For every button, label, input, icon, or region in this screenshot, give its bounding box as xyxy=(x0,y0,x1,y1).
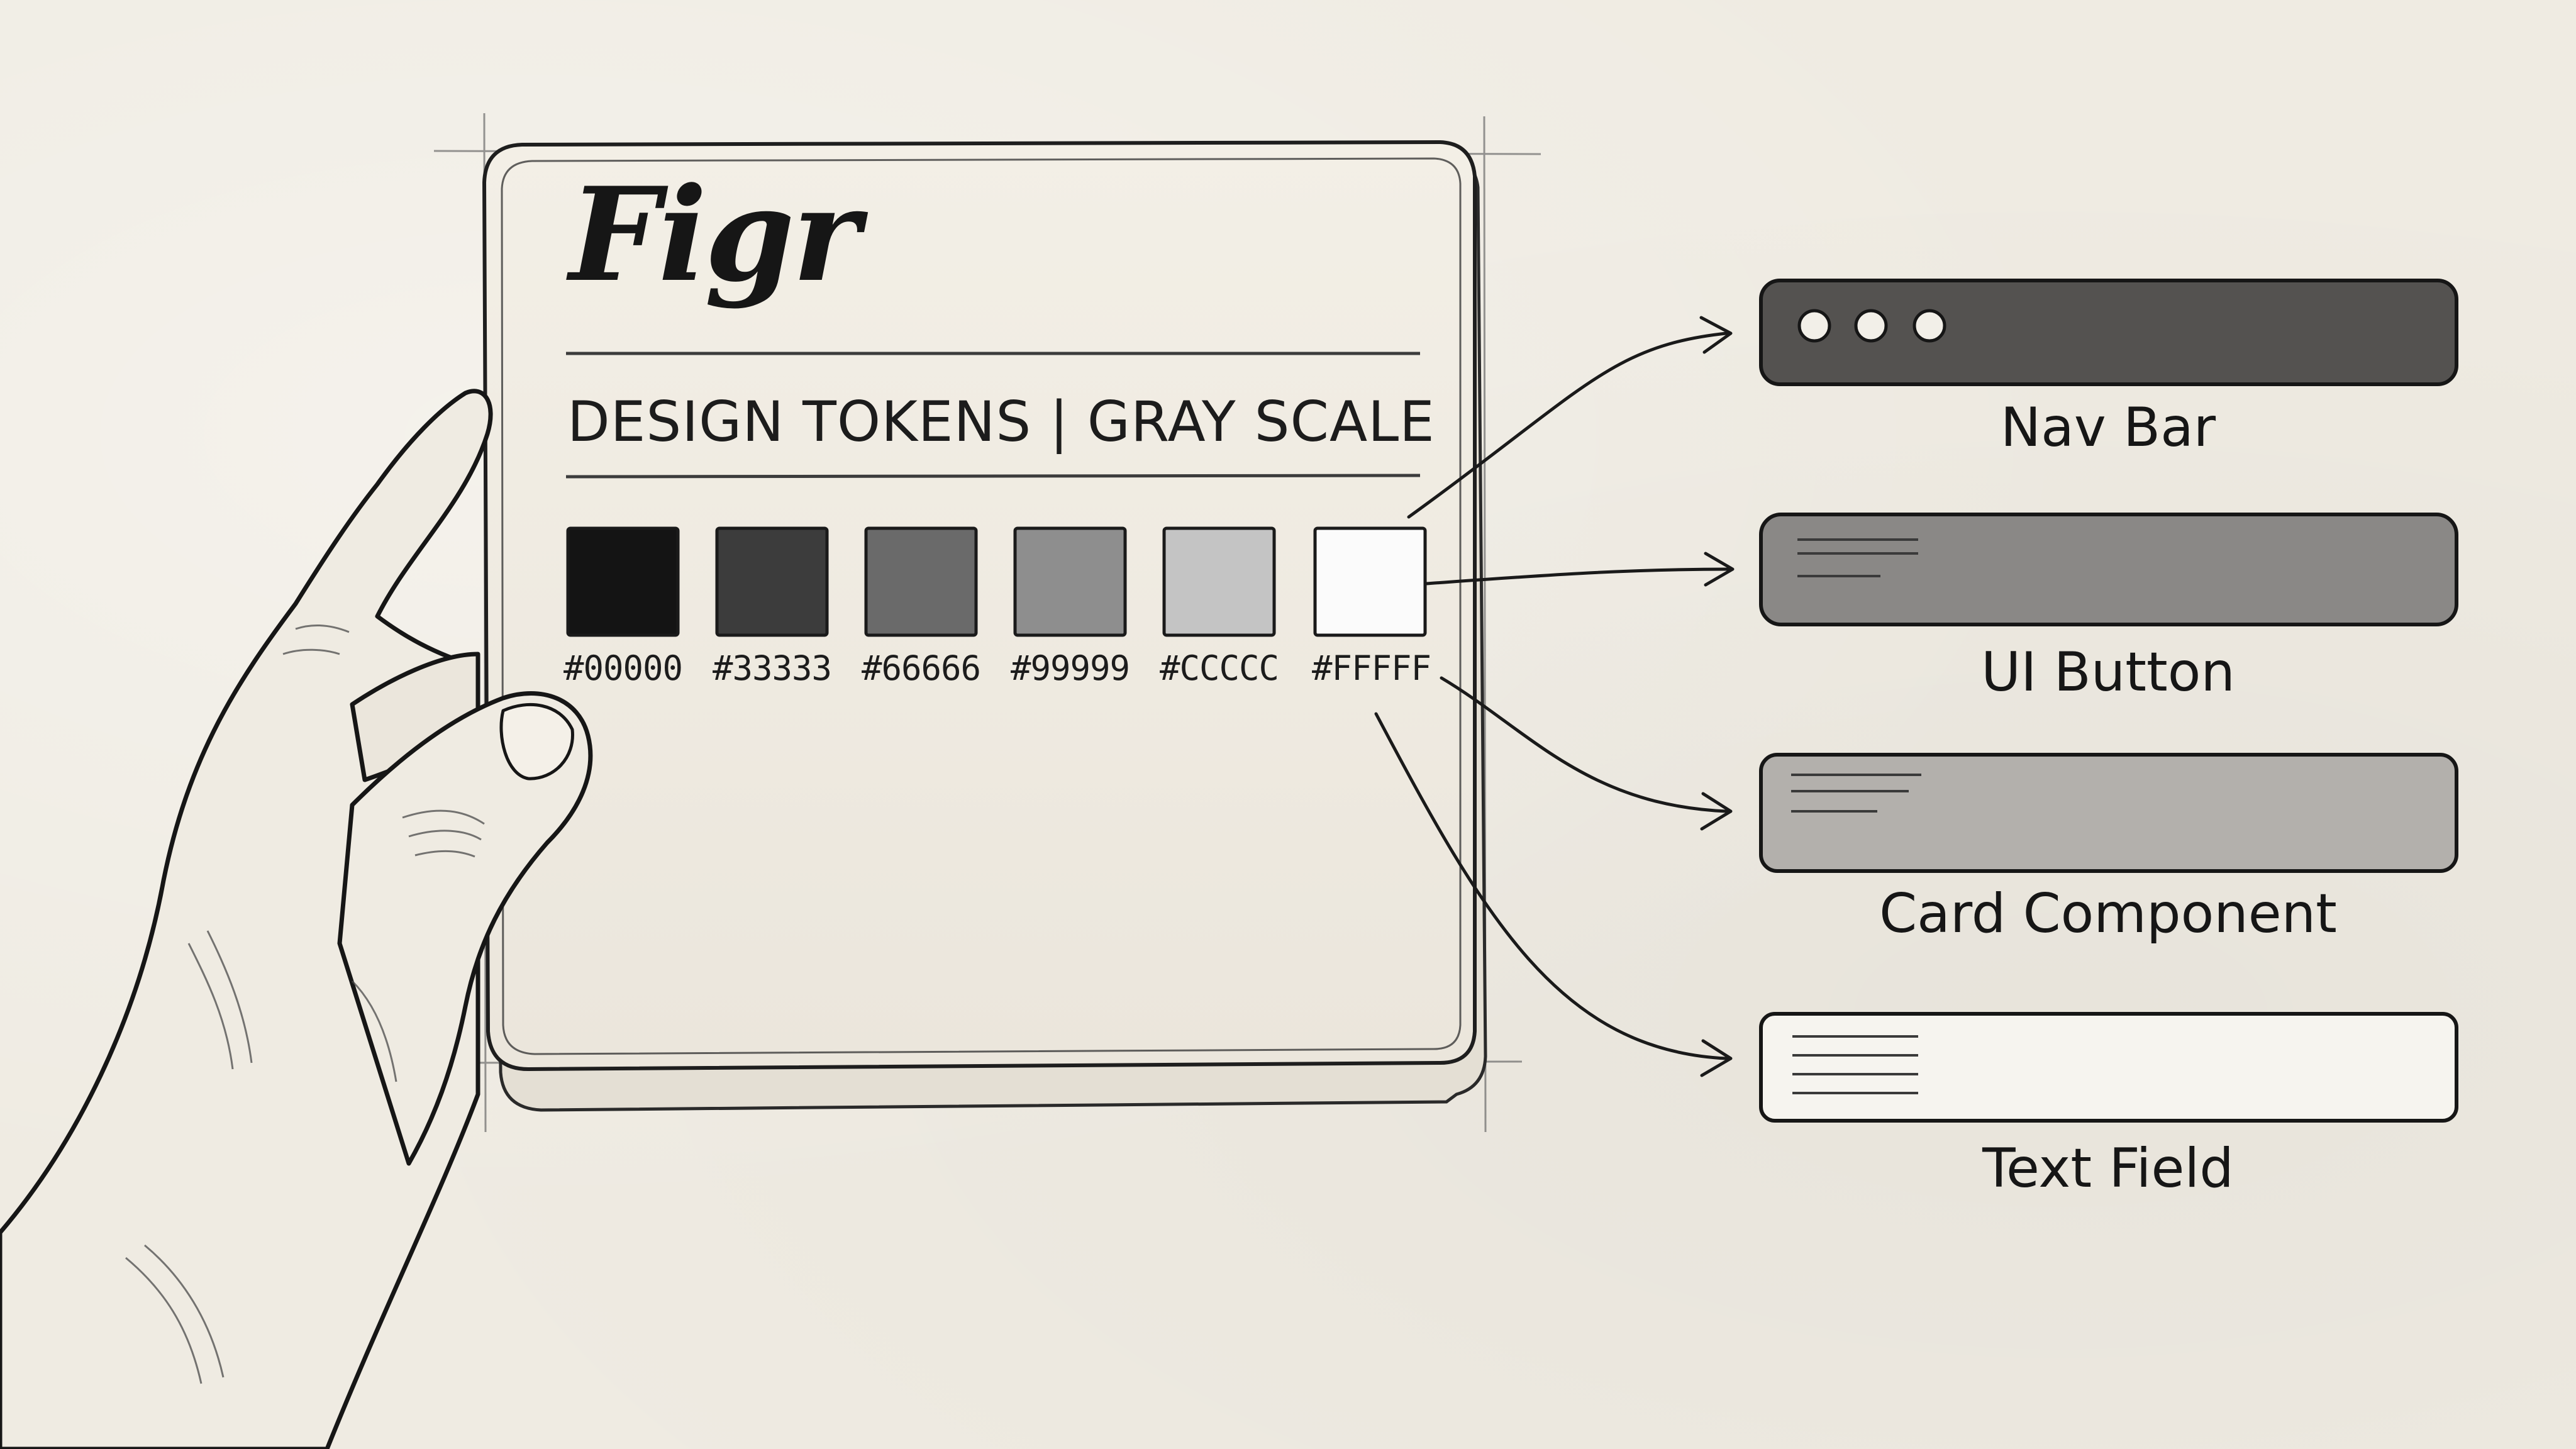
swatch-0[interactable] xyxy=(566,526,680,637)
swatch-label-0: #00000 xyxy=(563,648,683,688)
window-dots-icon xyxy=(1797,309,1946,343)
device-frame xyxy=(482,140,1477,1072)
swatch-3[interactable] xyxy=(1013,526,1127,637)
text-lines-icon xyxy=(1797,538,1918,577)
arrow-head-nav-bar xyxy=(1699,316,1733,354)
component-ui-button[interactable] xyxy=(1759,513,2458,626)
component-label-nav-bar: Nav Bar xyxy=(2000,396,2216,459)
component-card[interactable] xyxy=(1759,753,2458,873)
swatch-4[interactable] xyxy=(1162,526,1276,637)
swatch-2[interactable] xyxy=(864,526,978,637)
text-lines-icon xyxy=(1792,1035,1918,1094)
component-nav-bar[interactable] xyxy=(1759,279,2458,386)
swatch-label-3: #99999 xyxy=(1010,648,1130,688)
brand-logo: Figr xyxy=(569,160,860,311)
device-screen xyxy=(501,157,1462,1055)
component-label-card: Card Component xyxy=(1879,882,2337,945)
arrow-to-text-field xyxy=(1374,712,1728,1060)
arrow-head-card xyxy=(1700,792,1733,831)
swatch-label-1: #33333 xyxy=(712,648,832,688)
mapping-arrows xyxy=(1374,316,1735,1077)
arrow-to-ui-button xyxy=(1424,567,1731,586)
arrow-to-nav-bar xyxy=(1407,331,1728,519)
component-label-text-field: Text Field xyxy=(1982,1137,2234,1200)
component-label-ui-button: UI Button xyxy=(1981,641,2235,704)
swatch-label-4: #CCCCC xyxy=(1159,648,1279,688)
text-lines-icon xyxy=(1791,774,1921,813)
swatch-5[interactable] xyxy=(1313,526,1427,637)
page-subtitle: DESIGN TOKENS | GRAY SCALE xyxy=(567,389,1435,454)
swatch-1[interactable] xyxy=(715,526,829,637)
swatch-label-5: #FFFFF xyxy=(1311,648,1431,688)
swatch-label-2: #66666 xyxy=(861,648,981,688)
component-text-field[interactable] xyxy=(1759,1012,2458,1123)
arrow-head-text-field xyxy=(1700,1039,1733,1077)
arrow-to-card xyxy=(1440,676,1728,813)
arrow-head-ui-button xyxy=(1704,552,1735,587)
hand-illustration xyxy=(0,389,593,1449)
subtitle-rule xyxy=(565,474,1421,479)
hand-shading xyxy=(125,625,485,1384)
